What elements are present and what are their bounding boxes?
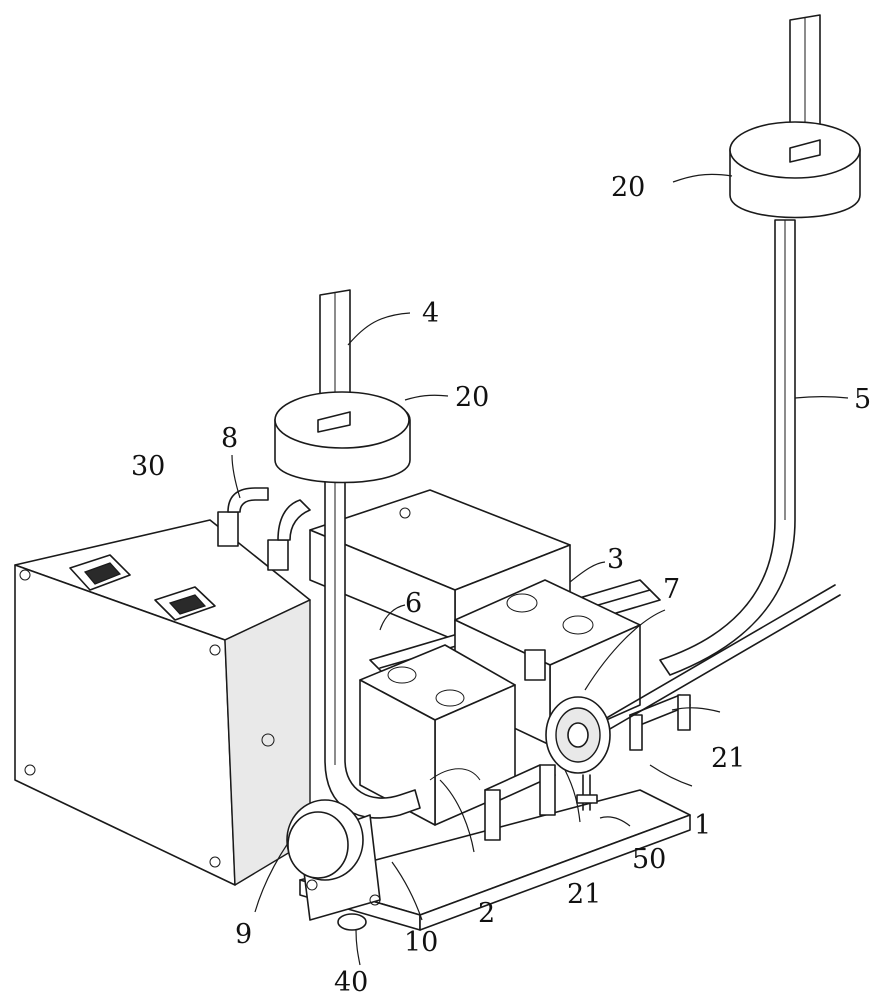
label-2: 2 — [478, 898, 495, 929]
label-3: 3 — [607, 544, 624, 575]
label-7: 7 — [663, 574, 680, 605]
label-40: 40 — [334, 967, 368, 998]
label-20-left: 20 — [455, 382, 489, 413]
ring-right — [729, 121, 861, 219]
label-21-right: 21 — [711, 743, 745, 774]
label-8: 8 — [221, 423, 238, 454]
leader-lines — [231, 173, 849, 966]
label-1: 1 — [694, 810, 711, 841]
probe — [576, 774, 598, 811]
right-rod — [659, 14, 821, 676]
reference-labels: 20 20 4 5 8 30 3 6 7 21 1 50 21 2 9 10 4… — [131, 172, 871, 998]
label-30: 30 — [131, 451, 165, 482]
slider-carriages — [484, 694, 691, 841]
label-4: 4 — [422, 298, 439, 329]
switch-left-icon — [69, 554, 131, 591]
label-10: 10 — [404, 927, 438, 958]
ring-left — [274, 391, 411, 484]
label-21-bottom: 21 — [567, 879, 601, 910]
control-box — [14, 519, 311, 886]
knob-9 — [286, 799, 381, 921]
switch-right-icon — [154, 586, 216, 621]
label-50: 50 — [632, 844, 666, 875]
knob-7 — [545, 696, 611, 774]
label-20-right: 20 — [611, 172, 645, 203]
label-6: 6 — [405, 588, 422, 619]
label-9: 9 — [235, 919, 252, 950]
air-fittings — [217, 487, 311, 571]
foot-40 — [337, 913, 367, 931]
label-5: 5 — [854, 384, 871, 415]
